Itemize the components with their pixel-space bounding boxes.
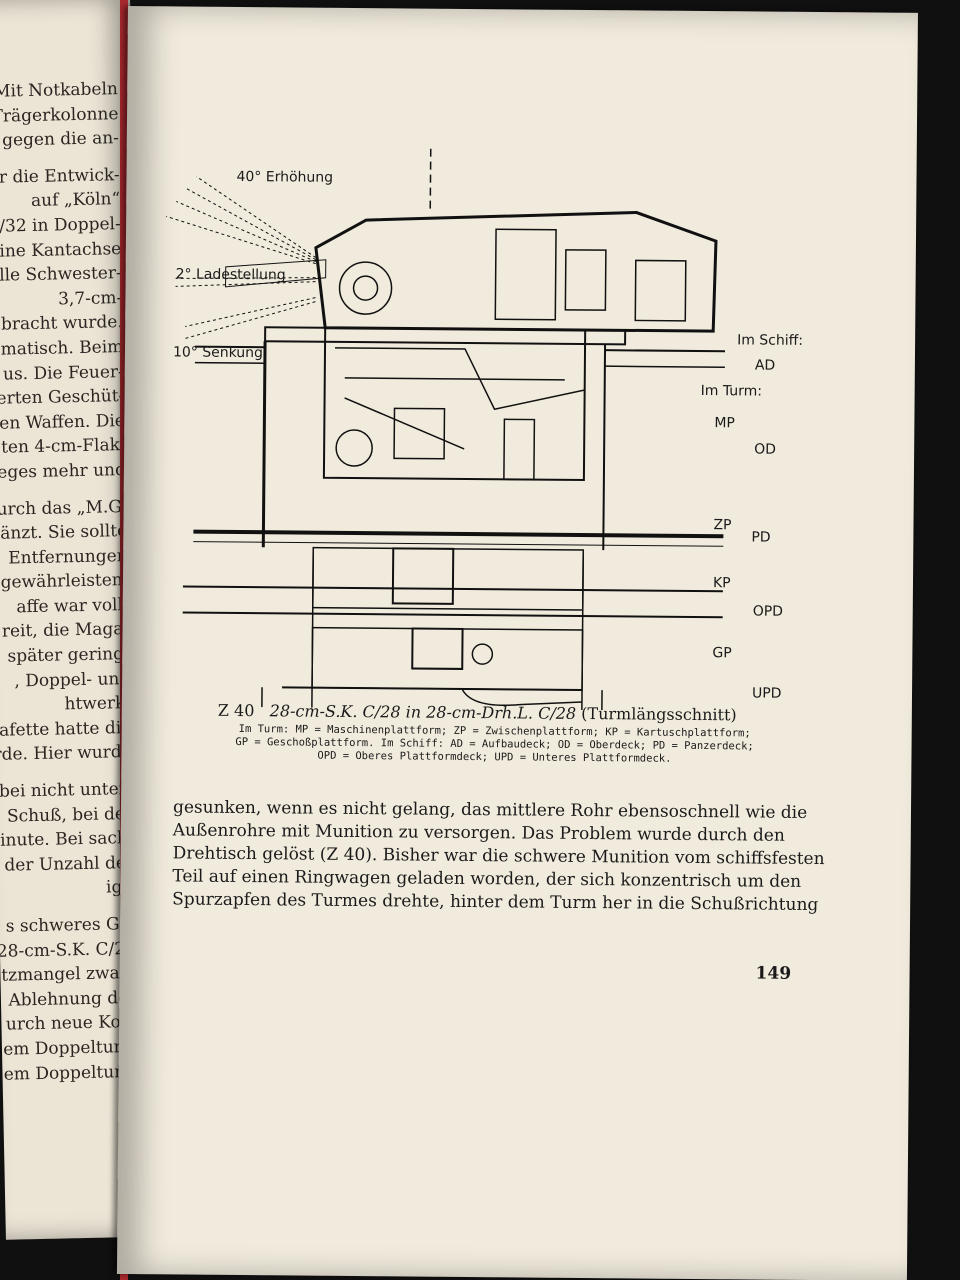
text-line: Spurzapfen des Turmes drehte, hinter dem… [172, 889, 819, 916]
im-schiff-label: Im Schiff: [737, 332, 804, 349]
elevation-label: 40° Erhöhung [236, 168, 334, 186]
depression-label: 10° Senkung [172, 344, 263, 362]
left-page-line: igt. [0, 875, 135, 904]
im-turm-label: Im Turm: [700, 383, 763, 400]
deck-label-pd: PD [751, 529, 771, 546]
right-page: 40° Erhöhung 2° Ladestellung 10° Senkung… [116, 6, 918, 1280]
deck-label-ad: AD [754, 357, 776, 374]
deck-label-zp: ZP [713, 517, 732, 534]
figure-title-suffix: (Turmlängsschnitt) [581, 703, 737, 725]
figure-id: Z 40 [217, 700, 255, 721]
deck-label-opd: OPD [752, 603, 784, 620]
deck-label-mp: MP [714, 415, 735, 432]
page-number: 149 [755, 963, 792, 984]
left-page-line: rde. Hier wurde [0, 742, 133, 766]
turret-drawing [166, 148, 726, 711]
deck-label-kp: KP [712, 575, 731, 592]
left-page-line: gegen die an- [1, 128, 120, 151]
left-page-line: ieges mehr und [0, 459, 127, 483]
deck-label-gp: GP [712, 645, 732, 662]
loading-position-label: 2° Ladestellung [175, 266, 286, 284]
turret-section-diagram: 40° Erhöhung 2° Ladestellung 10° Senkung… [161, 146, 887, 832]
body-paragraph: gesunken, wenn es nicht gelang, das mitt… [172, 796, 825, 917]
deck-label-upd: UPD [751, 685, 782, 702]
figure-title: 28-cm-S.K. C/28 in 28-cm-Drh.L. C/28 [269, 701, 577, 723]
figure-legend: Im Turm: MP = Maschinenplattform; ZP = Z… [169, 722, 819, 767]
deck-label-od: OD [754, 441, 777, 458]
